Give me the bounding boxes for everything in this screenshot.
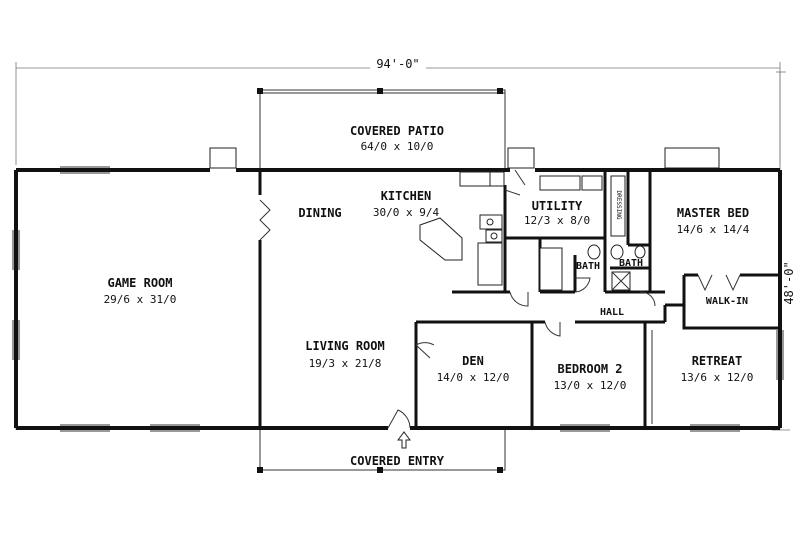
bath-1-label: BATH	[576, 261, 600, 272]
window-marks	[12, 166, 784, 432]
entry-arrow-icon	[397, 431, 411, 449]
master-bed-label: MASTER BED	[677, 206, 749, 220]
covered-patio-size: 64/0 x 10/0	[361, 140, 434, 153]
covered-patio-outline	[257, 88, 506, 170]
master-bumpout	[664, 147, 720, 169]
retreat-size: 13/6 x 12/0	[681, 371, 754, 384]
living-room-size: 19/3 x 21/8	[309, 357, 382, 370]
chimney-bumpout	[209, 147, 237, 169]
bath-2-label: BATH	[619, 258, 643, 269]
covered-entry-outline	[257, 428, 506, 473]
kitchen-label: KITCHEN	[381, 189, 432, 203]
covered-patio-label: COVERED PATIO	[350, 124, 444, 138]
game-room-label: GAME ROOM	[107, 276, 172, 290]
hall-label: HALL	[600, 307, 624, 318]
game-room-size: 29/6 x 31/0	[104, 293, 177, 306]
utility-size: 12/3 x 8/0	[524, 214, 590, 227]
bath-fixtures	[539, 175, 646, 291]
utility-label: UTILITY	[532, 199, 583, 213]
overall-width-label: 94'-0"	[376, 57, 419, 71]
den-size: 14/0 x 12/0	[437, 371, 510, 384]
dressing-label: DRESSING	[615, 191, 622, 220]
den-label: DEN	[462, 354, 484, 368]
interior-walls	[258, 170, 780, 428]
dimension-lines	[15, 62, 790, 431]
bedroom-2-size: 13/0 x 12/0	[554, 379, 627, 392]
utility-bumpout	[507, 147, 535, 169]
kitchen-size: 30/0 x 9/4	[373, 206, 440, 219]
exterior-walls	[14, 168, 782, 430]
covered-entry-label: COVERED ENTRY	[350, 454, 445, 468]
walk-in-label: WALK-IN	[706, 296, 748, 307]
kitchen-fixtures	[419, 171, 505, 286]
living-room-label: LIVING ROOM	[305, 339, 384, 353]
overall-depth-label: 48'-0"	[782, 261, 796, 304]
door-swings	[259, 169, 741, 429]
bedroom-2-label: BEDROOM 2	[557, 362, 622, 376]
room-labels: COVERED PATIO 64/0 x 10/0 KITCHEN 30/0 x…	[104, 124, 754, 468]
dining-label: DINING	[298, 206, 341, 220]
retreat-label: RETREAT	[692, 354, 743, 368]
master-bed-size: 14/6 x 14/4	[677, 223, 750, 236]
